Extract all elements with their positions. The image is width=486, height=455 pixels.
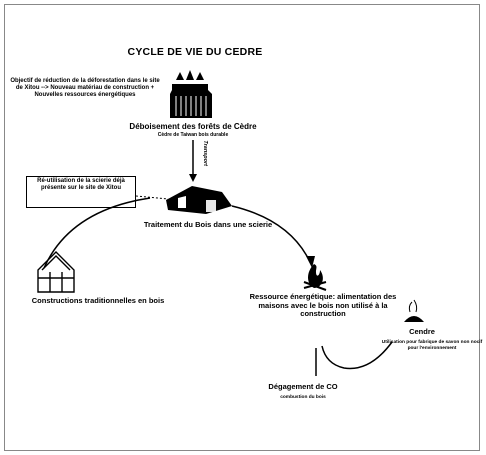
- transport-arrow: [189, 140, 197, 182]
- diagram-frame: [4, 4, 480, 451]
- reuse-label: Ré-utilisation de la scierie déjà présen…: [37, 178, 125, 191]
- cendre-sublabel: Utilisation pour fabrique de savon non n…: [381, 340, 483, 351]
- reuse-box: [26, 176, 136, 208]
- reuse-connector: [135, 195, 169, 200]
- co2-sublabel: combustion du bois: [280, 395, 326, 400]
- arc-left: [43, 197, 151, 269]
- co2-label: Dégagement de CO: [268, 382, 338, 391]
- constructions-label: Constructions traditionnelles en bois: [31, 296, 165, 305]
- forest-icon: [170, 70, 212, 118]
- deforest-label: Déboisement des forêts de Cèdre: [129, 122, 257, 131]
- ash-icon: [404, 299, 424, 322]
- objective-text: Objectif de réduction de la déforestatio…: [10, 78, 160, 98]
- sawmill-icon: [166, 186, 232, 214]
- arc-arrowhead: [306, 256, 315, 268]
- treatment-label: Traitement du Bois dans une scierie: [143, 220, 273, 229]
- resource-to-cendre: [321, 341, 393, 370]
- arc-right: [231, 205, 311, 263]
- transport-label: Transport: [202, 140, 209, 166]
- deforest-sublabel: Cèdre de Taiwan bois durable: [157, 132, 229, 138]
- fire-icon: [303, 264, 327, 291]
- house-icon: [37, 251, 75, 293]
- cendre-label: Cendre: [409, 327, 435, 336]
- resource-label: Ressource énergétique: alimentation des …: [249, 292, 397, 319]
- diagram-title: CYCLE DE VIE DU CEDRE: [127, 46, 263, 58]
